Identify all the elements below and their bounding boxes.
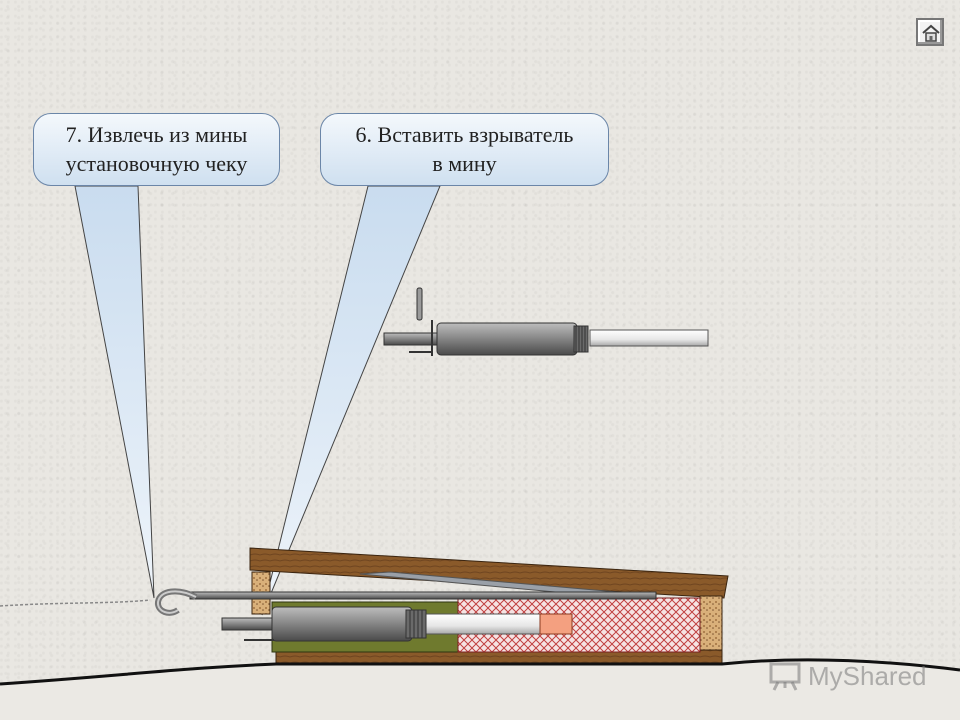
home-button[interactable] [916, 18, 944, 46]
callout-6-pointer [261, 185, 441, 616]
fuse-floating [383, 287, 709, 356]
ground-surface-left [0, 599, 151, 607]
watermark-text: MyShared [808, 660, 927, 691]
fuse-inserted [221, 606, 573, 642]
callout-step-7: 7. Извлечь из мины установочную чеку [33, 113, 280, 186]
callout-step-7-line1: 7. Извлечь из мины [65, 122, 248, 147]
watermark: MyShared [768, 656, 927, 696]
callout-step-6-line1: 6. Вставить взрыватель [355, 122, 574, 147]
home-icon [922, 24, 940, 42]
presentation-board-icon [769, 662, 801, 691]
mine-box [189, 547, 729, 667]
ground-profile [0, 659, 960, 720]
callout-step-6-line2: в мину [432, 151, 497, 176]
callout-step-7-line2: установочную чеку [65, 151, 248, 176]
callout-step-6: 6. Вставить взрыватель в мину [320, 113, 609, 186]
callout-7-pointer [74, 185, 155, 599]
